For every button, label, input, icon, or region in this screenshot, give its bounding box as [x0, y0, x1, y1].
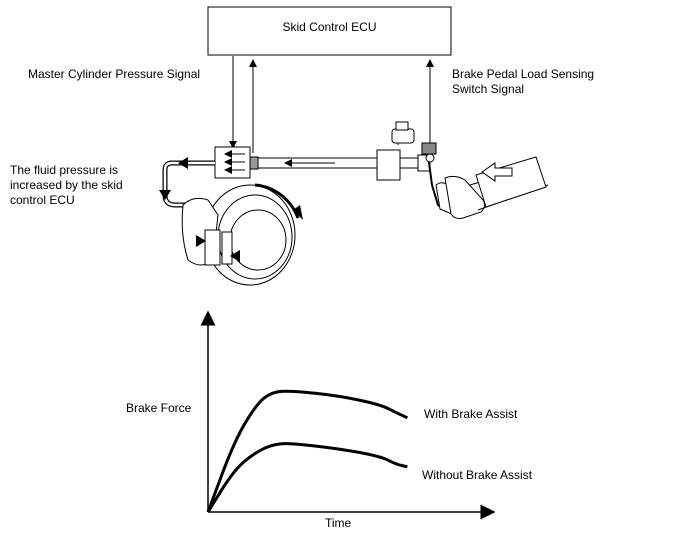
fluid-pressure-note-line3: control ECU: [10, 193, 75, 207]
ecu-box: [207, 6, 452, 56]
ecu-label: Skid Control ECU: [282, 20, 377, 34]
chart-ylabel: Brake Force: [126, 401, 192, 415]
pipe-arrow-left-icon: [178, 157, 188, 169]
disc-rotation-arrowhead-icon: [293, 205, 303, 220]
series-label-without-assist: Without Brake Assist: [422, 468, 533, 482]
series-line-0: [206, 389, 409, 513]
master-cylinder-signal-label: Master Cylinder Pressure Signal: [28, 67, 201, 81]
caliper-arrow-left-icon: [196, 235, 206, 247]
caliper-arrow-right-icon: [230, 250, 240, 262]
fluid-pressure-note-line2: increased by the skid: [10, 178, 123, 192]
fluid-pressure-note-line1: The fluid pressure is: [10, 163, 119, 177]
brake-disc: [181, 184, 296, 286]
hydraulic-actuator: [214, 146, 259, 179]
disc-rotation-arrow-icon: [254, 183, 300, 219]
brake-pedal-signal-label-line2: Switch Signal: [452, 82, 525, 96]
pipe-arrow-down-icon: [159, 190, 171, 200]
ecu-signal-lines: [229, 56, 434, 153]
chart-series: [206, 389, 409, 513]
series-line-1: [206, 442, 408, 513]
brake-line-pipe: [258, 157, 418, 169]
series-label-with-assist: With Brake Assist: [424, 407, 518, 421]
brake-pedal-assembly: [421, 142, 549, 219]
chart-xlabel: Time: [325, 516, 352, 530]
chart-axes: [200, 310, 496, 520]
master-cylinder: [376, 121, 431, 181]
pedal-push-arrow-icon: [481, 162, 513, 182]
caliper-pipe: [162, 160, 215, 208]
brake-pedal-signal-label-line1: Brake Pedal Load Sensing: [452, 67, 595, 81]
